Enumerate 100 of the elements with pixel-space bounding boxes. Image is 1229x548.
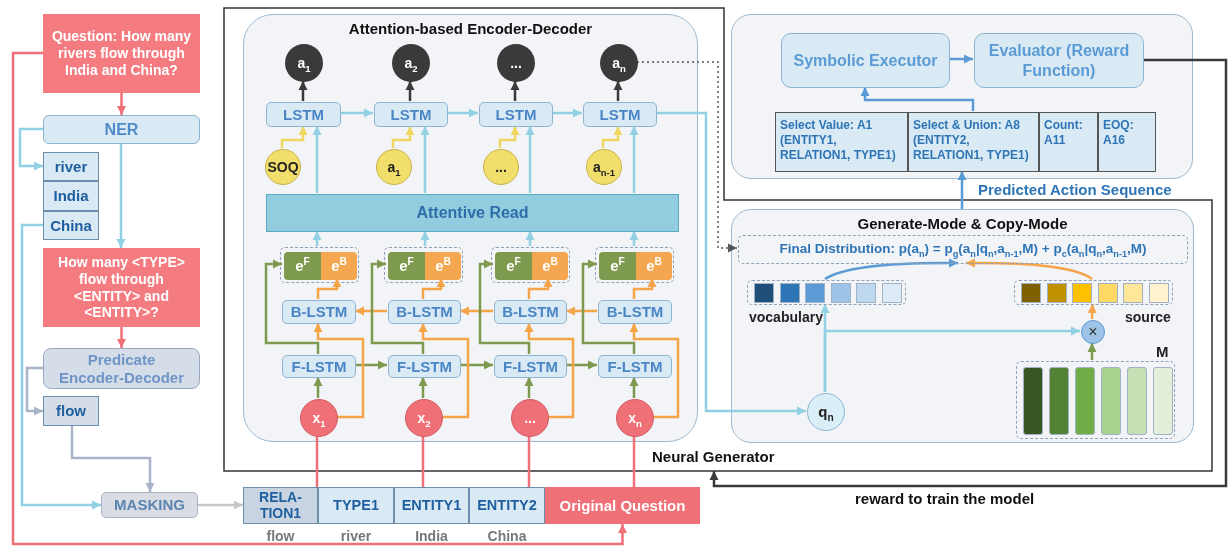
lstm-box: LSTM bbox=[583, 102, 657, 127]
input-circle: a$_{1}$ bbox=[376, 149, 412, 185]
arrow bbox=[460, 306, 493, 316]
state-circle: q$_{n}$ bbox=[807, 393, 845, 431]
arrow bbox=[566, 360, 597, 370]
input-circle: ... bbox=[511, 399, 549, 437]
lstm-box: B-LSTM bbox=[494, 300, 567, 324]
arrow bbox=[447, 108, 478, 118]
vector-group bbox=[1016, 361, 1175, 439]
embedding-box: e$^{B}$ bbox=[636, 252, 672, 280]
lstm-box: LSTM bbox=[266, 102, 341, 127]
arrow bbox=[70, 426, 155, 492]
embedding-box: e$^{B}$ bbox=[321, 252, 357, 280]
input-circle: ... bbox=[483, 149, 519, 185]
arrow bbox=[1087, 343, 1097, 360]
arrow bbox=[1087, 303, 1097, 320]
arrow bbox=[198, 500, 243, 510]
vector-group bbox=[384, 247, 463, 283]
arrow bbox=[498, 126, 520, 148]
token-cell: TYPE1 bbox=[318, 487, 394, 524]
arrow bbox=[25, 366, 43, 416]
token-cell: ENTITY2 bbox=[469, 487, 545, 524]
arrow bbox=[420, 231, 430, 246]
panel-title: Neural Generator bbox=[652, 448, 775, 466]
arrow bbox=[355, 360, 387, 370]
arrow bbox=[313, 377, 323, 398]
arrow bbox=[264, 259, 320, 354]
attention-bar: Attentive Read bbox=[266, 194, 679, 232]
output-circle: a$_{1}$ bbox=[285, 44, 323, 82]
arrow bbox=[525, 126, 535, 193]
question-box: How many <TYPE> flow through <ENTITY> and <ENTITY>? bbox=[43, 248, 200, 327]
arrow bbox=[949, 54, 973, 64]
embedding-box: e$^{F}$ bbox=[495, 252, 532, 280]
vector-group bbox=[280, 247, 359, 283]
arrow bbox=[11, 51, 627, 546]
arrow bbox=[824, 258, 958, 281]
node-label: vocabulary bbox=[749, 309, 823, 326]
arrow bbox=[298, 81, 308, 101]
token-cell: RELA- TION1 bbox=[243, 487, 318, 524]
action-cell: Select & Union: A8 (ENTITY2, RELATION1, TYPE1) bbox=[908, 112, 1039, 172]
arrow bbox=[355, 306, 387, 316]
arrow bbox=[478, 259, 531, 354]
arrow bbox=[316, 278, 342, 299]
process-box: Predicate Encoder-Decoder bbox=[43, 348, 200, 389]
arrow bbox=[632, 278, 657, 299]
arrow bbox=[313, 323, 365, 419]
arrow bbox=[709, 58, 1228, 488]
arrow bbox=[629, 323, 680, 419]
arrow bbox=[340, 108, 373, 118]
lstm-box: B-LSTM bbox=[388, 300, 461, 324]
embedding-box: e$^{F}$ bbox=[284, 252, 321, 280]
node-label: M bbox=[1156, 343, 1169, 361]
node-label: India bbox=[415, 528, 448, 544]
arrow bbox=[312, 126, 322, 193]
module-panel bbox=[243, 14, 698, 442]
formula-box: Final Distribution: p(a$_{n}$) = p$_{g}$(a$_{n}$|q$_{n}$,a$_{n-1}$,M) + p$_{c}$(a$_{n}$|q$_{n}$,a$_{n-1}$,M) bbox=[738, 235, 1188, 264]
lstm-box: LSTM bbox=[374, 102, 448, 127]
arrow bbox=[525, 231, 535, 246]
input-circle: x$_{1}$ bbox=[300, 399, 338, 437]
vector-group bbox=[1014, 280, 1173, 305]
arrow bbox=[418, 323, 470, 419]
arrow bbox=[629, 126, 639, 193]
embedding-box: e$^{B}$ bbox=[425, 252, 461, 280]
arrow bbox=[117, 327, 126, 348]
arrow bbox=[405, 81, 415, 101]
token-box: India bbox=[43, 181, 99, 211]
arrow bbox=[20, 223, 101, 510]
lstm-box: F-LSTM bbox=[494, 355, 567, 378]
embedding-box: e$^{F}$ bbox=[599, 252, 636, 280]
lstm-box: B-LSTM bbox=[598, 300, 672, 324]
action-cell: Select Value: A1 (ENTITY1, RELATION1, TYPE1) bbox=[775, 112, 908, 172]
embedding-box: e$^{F}$ bbox=[388, 252, 425, 280]
connector-line bbox=[315, 436, 319, 487]
arrow bbox=[552, 108, 582, 118]
arrow bbox=[524, 323, 575, 419]
arrow bbox=[370, 259, 425, 354]
arrow bbox=[312, 231, 322, 246]
token-box: flow bbox=[43, 396, 99, 426]
connector-line bbox=[632, 436, 636, 487]
arrow bbox=[656, 111, 806, 416]
process-box: MASKING bbox=[101, 492, 198, 518]
token-box: river bbox=[43, 152, 99, 181]
arrow bbox=[18, 127, 43, 171]
module-panel bbox=[731, 209, 1194, 443]
lstm-box: F-LSTM bbox=[598, 355, 672, 378]
embedding-box: e$^{B}$ bbox=[532, 252, 568, 280]
token-box: China bbox=[43, 211, 99, 240]
connector-line bbox=[527, 436, 531, 487]
lstm-box: LSTM bbox=[479, 102, 553, 127]
arrow bbox=[280, 126, 308, 148]
process-box: NER bbox=[43, 115, 200, 144]
arrow bbox=[117, 93, 126, 115]
input-circle: SOQ bbox=[265, 149, 301, 185]
output-circle: ... bbox=[497, 44, 535, 82]
node-label: China bbox=[487, 528, 527, 544]
arrow bbox=[566, 306, 597, 316]
input-circle: x$_{n}$ bbox=[616, 399, 654, 437]
arrow bbox=[116, 144, 126, 248]
arrow bbox=[860, 87, 975, 111]
arrow bbox=[957, 171, 967, 209]
